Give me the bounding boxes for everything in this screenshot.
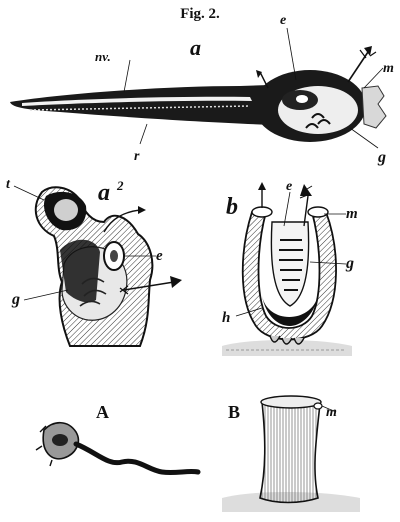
label-m-b: m xyxy=(346,206,358,222)
label-g-a2: g xyxy=(11,291,20,308)
label-r: r xyxy=(134,149,140,164)
panel-a2-drawing xyxy=(14,186,182,346)
panel-a2-letter: a xyxy=(98,180,110,206)
label-g-a: g xyxy=(377,149,386,166)
label-m-B: m xyxy=(326,405,337,420)
panel-B-drawing xyxy=(222,396,360,512)
label-h: h xyxy=(222,310,230,326)
label-g-b: g xyxy=(345,255,354,272)
panel-a-letter: a xyxy=(190,35,201,60)
label-e-b: e xyxy=(286,179,292,194)
panel-B-letter: B xyxy=(228,402,240,422)
panel-A-letter: A xyxy=(96,402,109,422)
panel-b-letter: b xyxy=(226,194,238,220)
label-nv: nv. xyxy=(95,49,111,64)
label-e-a: e xyxy=(280,13,286,28)
panel-b-drawing xyxy=(222,182,352,356)
panel-A-drawing xyxy=(36,423,198,473)
label-t: t xyxy=(6,177,11,192)
label-e-a2: e xyxy=(156,248,163,264)
label-m-a: m xyxy=(383,61,394,76)
panel-a2-superscript: 2 xyxy=(116,178,124,193)
